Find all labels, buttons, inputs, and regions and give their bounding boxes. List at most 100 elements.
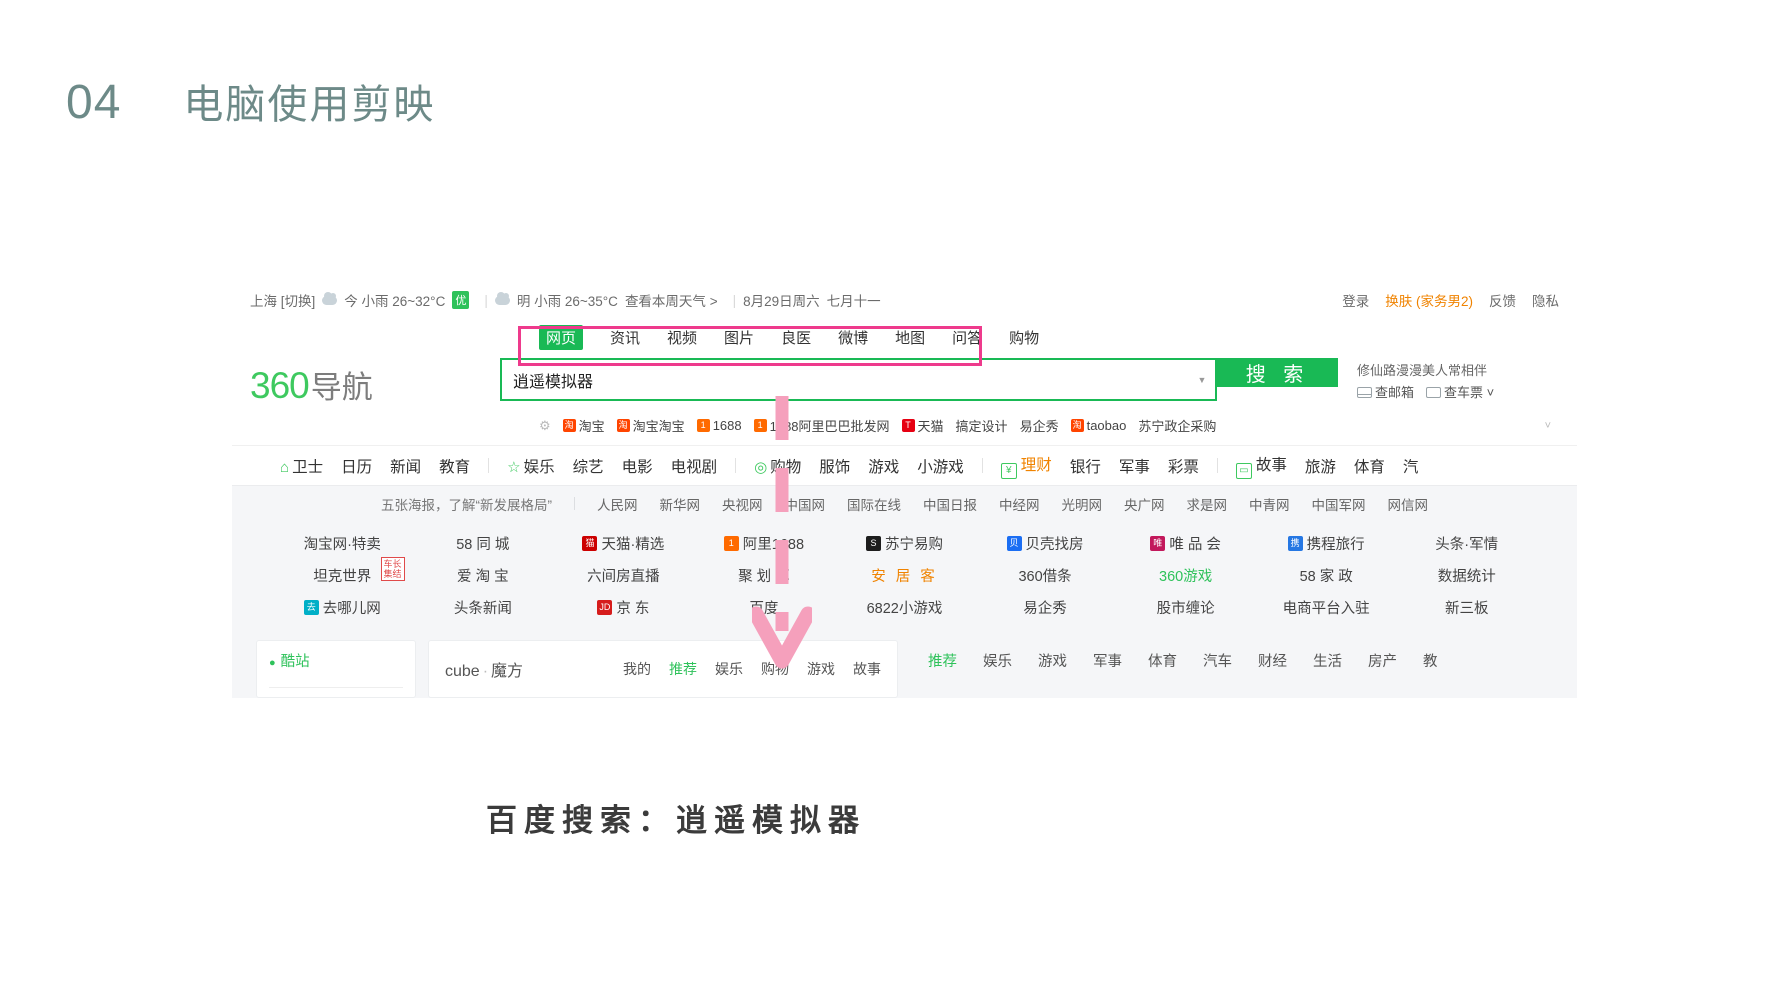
site-grid-item[interactable]: 360游戏 xyxy=(1115,565,1256,586)
news-site-link[interactable]: 人民网 xyxy=(597,497,638,513)
site-grid-item[interactable]: 58 同 城 xyxy=(413,533,554,554)
cube-tab-story[interactable]: 故事 xyxy=(853,661,881,677)
site-grid-item[interactable]: 360借条 xyxy=(975,565,1116,586)
feed-tab[interactable]: 教 xyxy=(1423,654,1438,670)
site-grid-item[interactable]: 百度 xyxy=(694,597,835,618)
nav-item-movie[interactable]: 电影 xyxy=(621,458,653,476)
site-grid-item[interactable]: 安 居 客 xyxy=(834,565,975,586)
site-grid-item[interactable]: 猫天猫·精选 xyxy=(553,533,694,554)
site-grid-item[interactable]: 聚 划 算 xyxy=(694,565,835,586)
check-mail-link[interactable]: 查邮箱 xyxy=(1357,382,1414,404)
feed-tab[interactable]: 军事 xyxy=(1093,654,1122,670)
site-grid-item[interactable]: 爱 淘 宝 xyxy=(413,565,554,586)
feed-tab[interactable]: 财经 xyxy=(1258,654,1287,670)
chevron-down-icon[interactable]: ▼ xyxy=(1197,374,1207,385)
feed-tab[interactable]: 推荐 xyxy=(928,654,957,670)
nav-item-military[interactable]: 军事 xyxy=(1118,458,1150,476)
news-site-link[interactable]: 央视网 xyxy=(722,497,763,513)
cube-tab-mine[interactable]: 我的 xyxy=(623,661,651,677)
hotlink-taobao[interactable]: 淘淘宝 xyxy=(562,419,605,434)
city-switch[interactable]: 上海 [切换] xyxy=(250,294,316,309)
nav-item-variety[interactable]: 综艺 xyxy=(572,458,604,476)
cube-tab-entertainment[interactable]: 娱乐 xyxy=(715,661,743,677)
tab-webpage[interactable]: 网页 xyxy=(539,324,584,350)
chevron-down-icon[interactable]: ˅ xyxy=(1483,385,1495,400)
hotlink-eqxiu[interactable]: 易企秀 xyxy=(1019,419,1059,434)
tab-map[interactable]: 地图 xyxy=(895,329,926,347)
tab-news[interactable]: 资讯 xyxy=(610,329,641,347)
nav-item-shopping[interactable]: ◎购物 xyxy=(754,458,802,476)
site-grid-item[interactable]: 六间房直播 xyxy=(553,565,694,586)
site-grid-item[interactable]: 数据统计 xyxy=(1396,565,1537,586)
site-grid-item[interactable]: 股市缠论 xyxy=(1115,597,1256,618)
site-grid-item[interactable]: 58 家 政 xyxy=(1256,565,1397,586)
nav-item-finance[interactable]: ¥理财 xyxy=(1000,453,1052,479)
gear-icon[interactable]: ⚙ xyxy=(539,417,551,433)
hotlink-gaoding[interactable]: 搞定设计 xyxy=(955,419,1008,434)
nav-item-bank[interactable]: 银行 xyxy=(1069,458,1101,476)
nav-item-entertainment[interactable]: ☆娱乐 xyxy=(507,458,555,476)
news-headline[interactable]: 五张海报，了解“新发展格局” xyxy=(381,497,552,513)
cube-tab-recommend[interactable]: 推荐 xyxy=(669,661,697,677)
news-site-link[interactable]: 央广网 xyxy=(1124,497,1165,513)
nav-item-minigames[interactable]: 小游戏 xyxy=(917,458,964,476)
week-weather-link[interactable]: 查看本周天气 > xyxy=(624,294,718,309)
site-grid-item[interactable]: 电商平台入驻 xyxy=(1256,597,1397,618)
tab-image[interactable]: 图片 xyxy=(724,329,755,347)
feed-tab[interactable]: 汽车 xyxy=(1203,654,1232,670)
cube-tab-shopping[interactable]: 购物 xyxy=(761,661,789,677)
nav-item-games[interactable]: 游戏 xyxy=(868,458,900,476)
nav-item-education[interactable]: 教育 xyxy=(439,458,471,476)
skin-link[interactable]: 换肤 (家务男2) xyxy=(1385,294,1473,309)
site-grid-item[interactable]: 6822小游戏 xyxy=(834,597,975,618)
news-site-link[interactable]: 网信网 xyxy=(1387,497,1429,513)
site-grid-item[interactable]: 头条新闻 xyxy=(413,597,554,618)
site-grid-item[interactable]: 携携程旅行 xyxy=(1256,533,1397,554)
nav-item-apparel[interactable]: 服饰 xyxy=(819,458,851,476)
tab-weibo[interactable]: 微博 xyxy=(838,329,869,347)
chevron-down-icon[interactable]: ˅ xyxy=(1544,419,1551,432)
cube-tab-games[interactable]: 游戏 xyxy=(807,661,835,677)
nav-item-sports[interactable]: 体育 xyxy=(1353,458,1385,476)
tab-qa[interactable]: 问答 xyxy=(952,329,983,347)
site-grid-item[interactable]: 去去哪儿网 xyxy=(272,597,413,618)
feed-tab[interactable]: 娱乐 xyxy=(983,654,1012,670)
site-grid-item[interactable]: 易企秀 xyxy=(975,597,1116,618)
check-ticket-link[interactable]: 查车票 ˅ xyxy=(1426,382,1494,404)
promo-slogan[interactable]: 修仙路漫漫美人常相伴 xyxy=(1357,363,1488,378)
news-site-link[interactable]: 光明网 xyxy=(1061,497,1103,513)
nav-item-tvseries[interactable]: 电视剧 xyxy=(670,458,718,476)
nav-item-travel[interactable]: 旅游 xyxy=(1304,458,1336,476)
news-site-link[interactable]: 中经网 xyxy=(999,497,1040,513)
nav-item-story[interactable]: ▭故事 xyxy=(1235,453,1287,479)
feed-tab[interactable]: 生活 xyxy=(1313,654,1342,670)
login-link[interactable]: 登录 xyxy=(1342,294,1370,309)
site-grid-item[interactable]: 头条·军情 xyxy=(1396,533,1537,554)
nav-item-auto[interactable]: 汽 xyxy=(1402,458,1419,476)
hotlink-suning-gov[interactable]: 苏宁政企采购 xyxy=(1138,419,1217,434)
search-box[interactable]: ▼ xyxy=(500,358,1217,401)
news-site-link[interactable]: 中青网 xyxy=(1249,497,1290,513)
news-site-link[interactable]: 中国日报 xyxy=(923,497,977,513)
coolsite-title[interactable]: 酷站 xyxy=(280,654,310,670)
privacy-link[interactable]: 隐私 xyxy=(1532,294,1559,309)
site-grid-item[interactable]: 贝贝壳找房 xyxy=(975,533,1116,554)
tab-doctor[interactable]: 良医 xyxy=(781,329,812,347)
feed-tab[interactable]: 房产 xyxy=(1368,654,1397,670)
site-grid-item[interactable]: 新三板 xyxy=(1396,597,1537,618)
nav-item-weishi[interactable]: ⌂卫士 xyxy=(280,458,324,476)
feed-tab[interactable]: 体育 xyxy=(1148,654,1177,670)
news-site-link[interactable]: 新华网 xyxy=(659,497,701,513)
feedback-link[interactable]: 反馈 xyxy=(1489,294,1516,309)
news-site-link[interactable]: 中国网 xyxy=(784,497,826,513)
tab-video[interactable]: 视频 xyxy=(667,329,698,347)
nav-item-calendar[interactable]: 日历 xyxy=(341,458,373,476)
site-logo[interactable]: 360导航 xyxy=(250,358,500,407)
nav-item-lottery[interactable]: 彩票 xyxy=(1167,458,1199,476)
